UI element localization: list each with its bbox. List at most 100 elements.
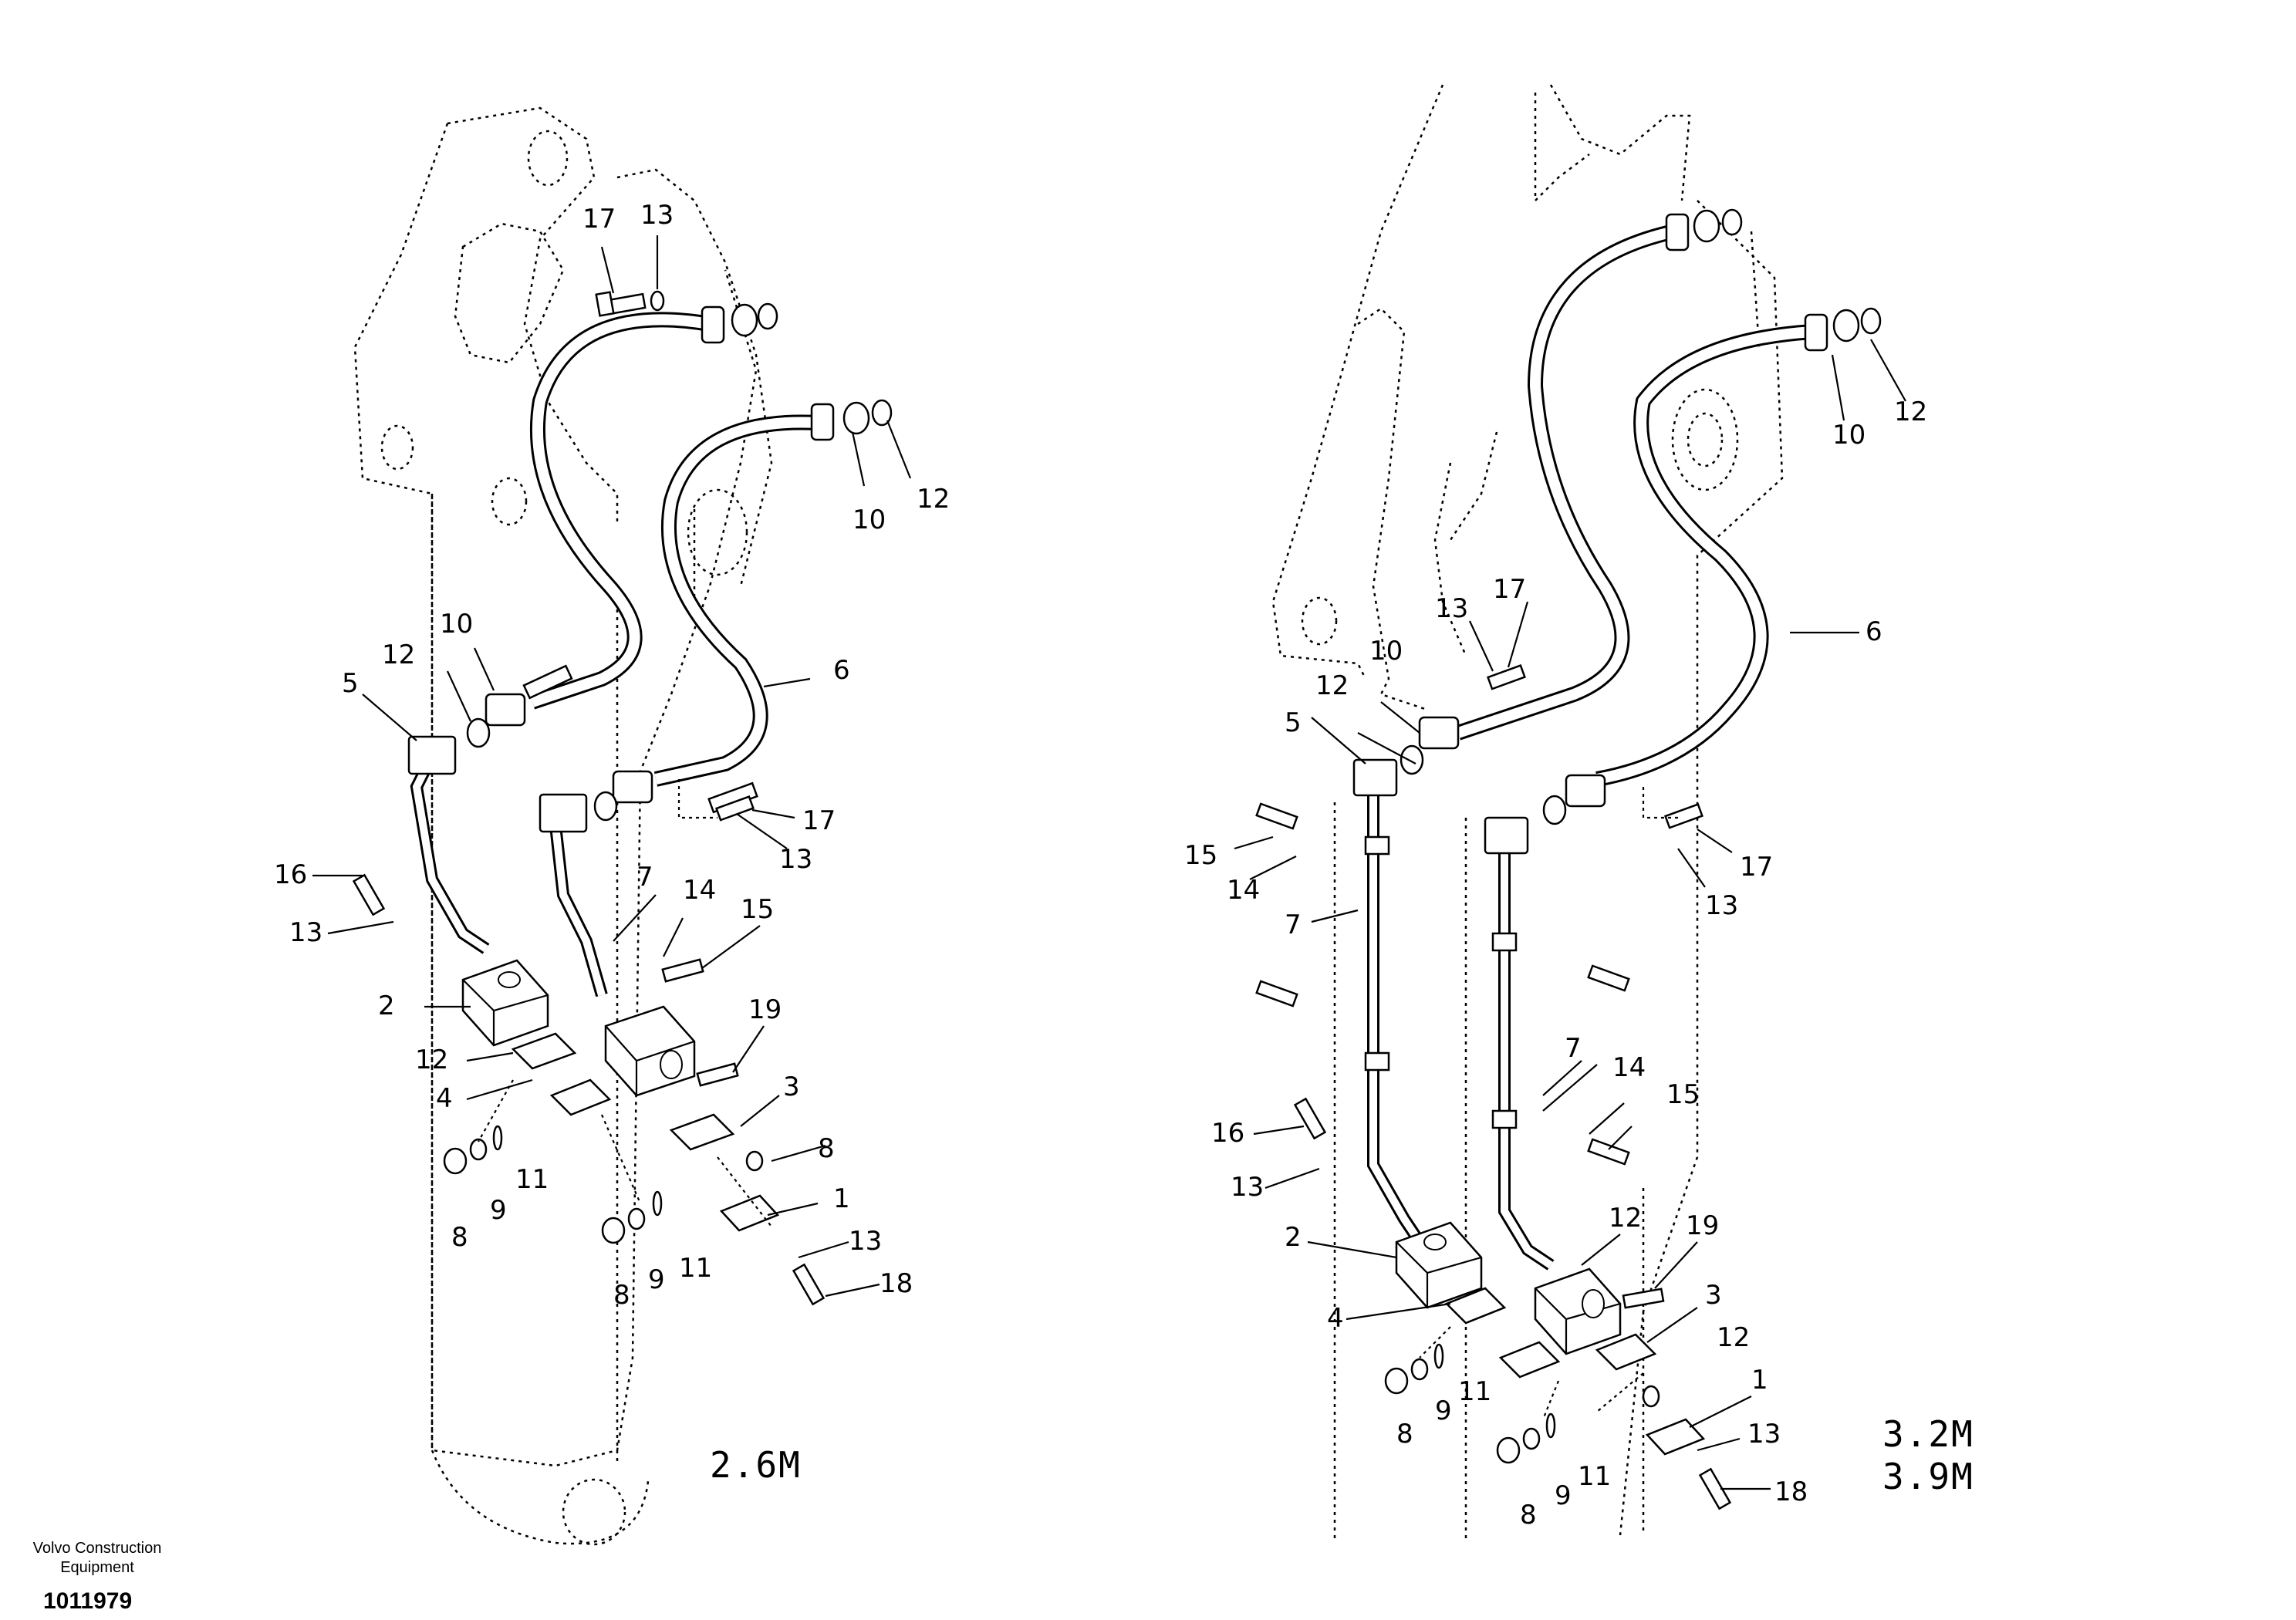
right-plug-8b bbox=[1496, 1436, 1521, 1464]
right-bolt-16 bbox=[1293, 1097, 1327, 1140]
left-ring-11a bbox=[492, 1125, 503, 1151]
callout-13: 13 bbox=[1435, 593, 1468, 624]
right-pipe-7-clamp-1 bbox=[1491, 932, 1518, 952]
left-ring-11b bbox=[652, 1190, 663, 1217]
left-washer-9a bbox=[469, 1138, 488, 1161]
right-boom-outline bbox=[1271, 84, 1784, 1536]
right-boom-pin-inner bbox=[1687, 412, 1724, 467]
callout-7: 7 bbox=[1285, 910, 1302, 940]
callout-9: 9 bbox=[490, 1195, 507, 1226]
callout-13: 13 bbox=[1705, 890, 1738, 921]
callout-10: 10 bbox=[1832, 420, 1866, 451]
right-washer-9b bbox=[1522, 1427, 1541, 1450]
callout-5: 5 bbox=[342, 668, 359, 699]
callout-12: 12 bbox=[1609, 1203, 1642, 1234]
callout-16: 16 bbox=[1211, 1118, 1244, 1149]
left-plug-8a bbox=[443, 1147, 468, 1175]
callout-13: 13 bbox=[779, 844, 812, 875]
callout-11: 11 bbox=[1578, 1461, 1611, 1492]
callout-4: 4 bbox=[436, 1083, 453, 1114]
callout-13: 13 bbox=[289, 917, 322, 948]
callout-10: 10 bbox=[440, 609, 473, 640]
callout-1: 1 bbox=[1751, 1365, 1768, 1396]
left-boom-eye-left bbox=[380, 424, 414, 471]
left-boom-pin bbox=[687, 488, 748, 576]
right-pipe-7-flange bbox=[1484, 816, 1529, 855]
callout-8: 8 bbox=[1396, 1419, 1413, 1450]
callout-8: 8 bbox=[818, 1133, 835, 1164]
callout-15: 15 bbox=[741, 894, 774, 925]
callout-14: 14 bbox=[1227, 875, 1260, 906]
callout-6: 6 bbox=[1866, 616, 1882, 647]
right-bolt-19 bbox=[1622, 1288, 1665, 1309]
company-name-line1: Volvo Construction bbox=[33, 1540, 162, 1557]
left-plate-1 bbox=[719, 1194, 780, 1232]
right-centerlines bbox=[1333, 802, 1645, 1543]
callout-4: 4 bbox=[1327, 1303, 1344, 1334]
left-variant-label: 2.6M bbox=[710, 1444, 802, 1486]
callout-12: 12 bbox=[415, 1045, 448, 1075]
right-view bbox=[1234, 84, 1906, 1543]
right-boom-inner bbox=[1433, 93, 1761, 656]
callout-13: 13 bbox=[640, 200, 674, 231]
callout-3: 3 bbox=[783, 1072, 800, 1102]
left-boom-eye-mid bbox=[491, 477, 528, 526]
right-pipe-5-clamp-2 bbox=[1364, 1051, 1390, 1072]
right-bolt-18 bbox=[1698, 1467, 1732, 1510]
right-bolt-17b bbox=[1663, 803, 1703, 829]
left-flange-bottom-2 bbox=[593, 770, 758, 822]
right-leaders bbox=[1234, 339, 1906, 1490]
callout-6: 6 bbox=[833, 655, 850, 686]
callout-9: 9 bbox=[648, 1264, 665, 1295]
left-plug-8b bbox=[601, 1217, 626, 1244]
callout-12: 12 bbox=[917, 484, 950, 515]
callout-12: 12 bbox=[382, 640, 415, 670]
callout-1: 1 bbox=[833, 1183, 850, 1214]
callout-11: 11 bbox=[515, 1164, 549, 1195]
right-bolt-15d bbox=[1587, 1138, 1630, 1166]
right-block-2b bbox=[1534, 1267, 1622, 1355]
right-ring-11b bbox=[1545, 1412, 1556, 1439]
left-bolt-17-top bbox=[595, 290, 665, 317]
right-pipe-5-clamp-1 bbox=[1364, 835, 1390, 856]
left-view bbox=[312, 106, 912, 1546]
left-boom-eye-top bbox=[527, 130, 569, 187]
left-washer-9b bbox=[627, 1207, 646, 1230]
callout-3: 3 bbox=[1705, 1280, 1722, 1311]
left-plug-8c bbox=[745, 1150, 764, 1172]
callout-10: 10 bbox=[1369, 636, 1403, 667]
right-plate-3 bbox=[1595, 1333, 1657, 1371]
right-pipe-7 bbox=[1498, 841, 1555, 1271]
right-bolt-17a bbox=[1486, 664, 1526, 690]
callout-12: 12 bbox=[1315, 670, 1349, 701]
callout-17: 17 bbox=[802, 805, 836, 836]
drawing-number: 1011979 bbox=[43, 1588, 132, 1614]
left-plate-4 bbox=[511, 1032, 577, 1070]
callout-8: 8 bbox=[1520, 1500, 1537, 1531]
callout-17: 17 bbox=[1493, 574, 1526, 605]
left-boom-foot-outline bbox=[430, 1450, 650, 1545]
right-ring-12 bbox=[1642, 1385, 1660, 1408]
right-hose-lower bbox=[1595, 324, 1814, 787]
right-bolt-15a bbox=[1255, 802, 1298, 830]
right-flange-top-1 bbox=[1665, 208, 1743, 251]
left-boom-foot bbox=[562, 1478, 626, 1546]
callout-2: 2 bbox=[1285, 1222, 1302, 1253]
callout-7: 7 bbox=[1565, 1033, 1582, 1064]
left-block-2 bbox=[461, 959, 549, 1047]
callout-9: 9 bbox=[1555, 1480, 1572, 1511]
callout-8: 8 bbox=[613, 1280, 630, 1311]
callout-19: 19 bbox=[748, 994, 782, 1025]
left-plate-3 bbox=[669, 1113, 735, 1151]
right-plug-8a bbox=[1384, 1367, 1409, 1395]
callout-10: 10 bbox=[853, 505, 886, 535]
callout-11: 11 bbox=[1458, 1376, 1491, 1407]
callout-17: 17 bbox=[1740, 852, 1773, 883]
left-boom-inner bbox=[430, 168, 773, 1466]
callout-12: 12 bbox=[1894, 397, 1927, 427]
left-flange-top-2 bbox=[810, 399, 893, 441]
right-boom-eye bbox=[1301, 596, 1338, 646]
left-block-2b bbox=[604, 1005, 696, 1097]
callout-15: 15 bbox=[1184, 840, 1217, 871]
